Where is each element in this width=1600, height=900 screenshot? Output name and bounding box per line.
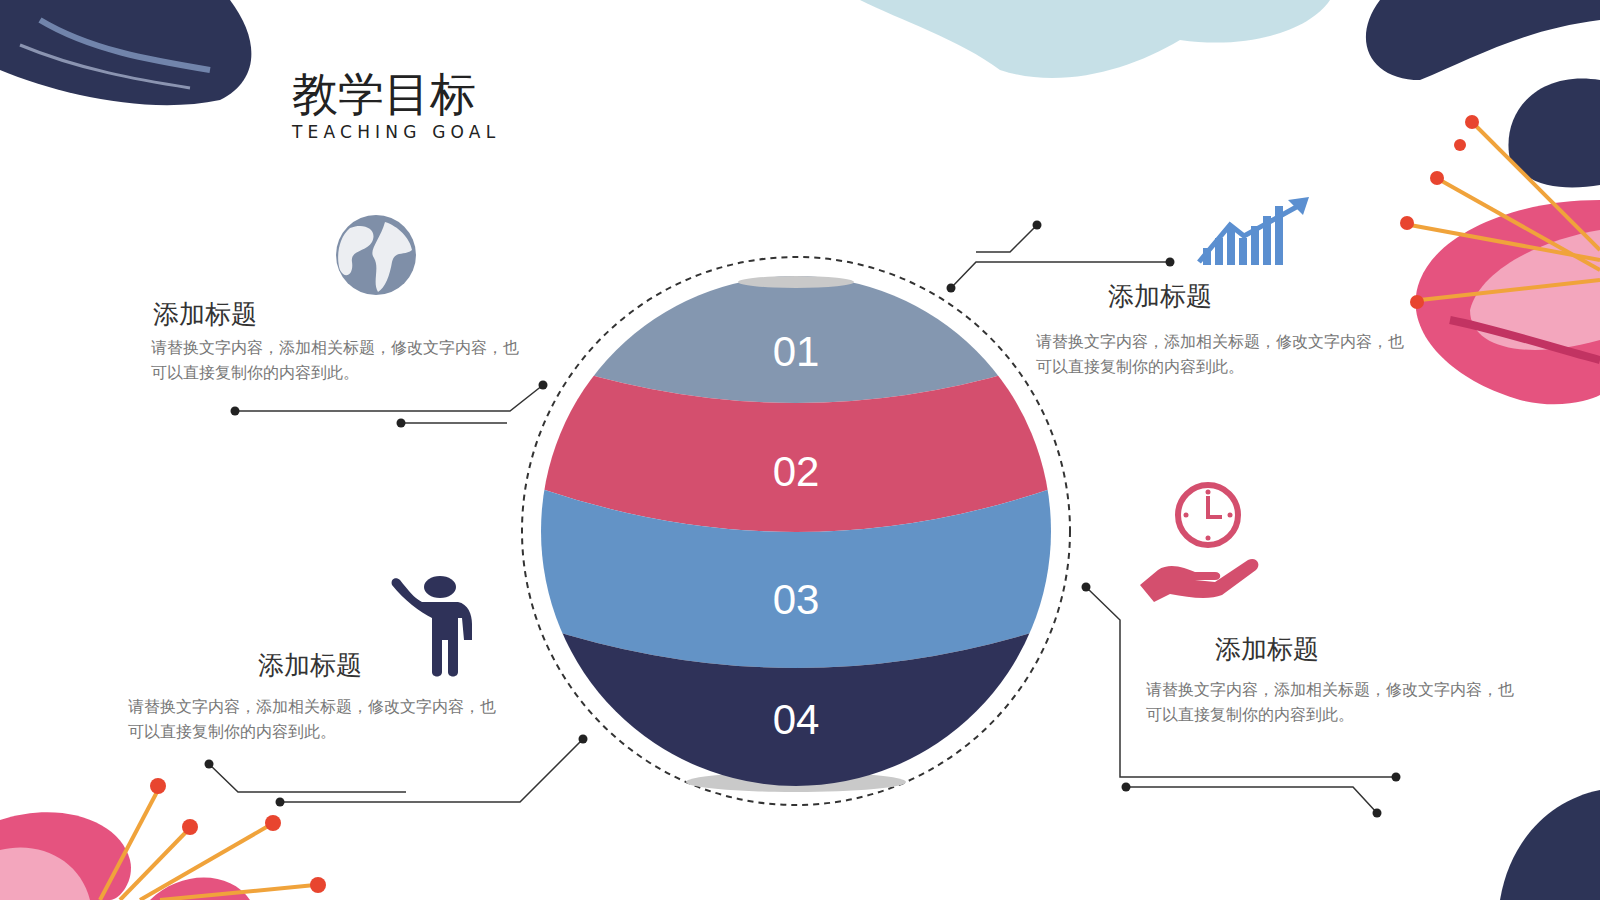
globe-icon (336, 215, 416, 295)
leader-lines (209, 225, 1396, 813)
subtitle: TEACHING GOAL (292, 121, 500, 143)
growth-chart-icon (1199, 197, 1309, 265)
band-shape (541, 358, 1051, 532)
sphere-band: 02 (541, 358, 1051, 532)
band-number: 02 (541, 448, 1051, 496)
sphere-top-cap (738, 276, 854, 288)
item-body: 请替换文字内容，添加相关标题，修改文字内容，也可以直接复制你的内容到此。 (1146, 678, 1526, 728)
band-number: 04 (541, 696, 1051, 744)
item-heading: 添加标题 (1215, 633, 1319, 665)
leaf-bottom-right (1500, 790, 1600, 900)
leader-dots (205, 221, 1401, 818)
band-number: 03 (541, 576, 1051, 624)
sphere-band: 04 (541, 625, 1051, 786)
sphere-band: 03 (541, 487, 1051, 668)
leaf-top-center (860, 0, 1330, 78)
item-body: 请替换文字内容，添加相关标题，修改文字内容，也可以直接复制你的内容到此。 (1036, 330, 1416, 380)
band-fill (536, 358, 1056, 532)
item-heading: 添加标题 (1108, 280, 1212, 312)
leaf-top-left (0, 0, 251, 105)
item-body: 请替换文字内容，添加相关标题，修改文字内容，也可以直接复制你的内容到此。 (151, 336, 531, 386)
item-heading: 添加标题 (258, 649, 362, 681)
band-fill (536, 487, 1056, 668)
person-icon (392, 576, 472, 677)
band-number: 01 (541, 328, 1051, 376)
flower-bottom-left (0, 778, 326, 900)
hand-clock-icon (1140, 485, 1258, 602)
dashed-ring (522, 257, 1070, 805)
item-heading: 添加标题 (153, 298, 257, 330)
item-body: 请替换文字内容，添加相关标题，修改文字内容，也可以直接复制你的内容到此。 (128, 695, 508, 745)
band-fill (536, 625, 1056, 796)
page-title: 教学目标 (292, 66, 476, 122)
